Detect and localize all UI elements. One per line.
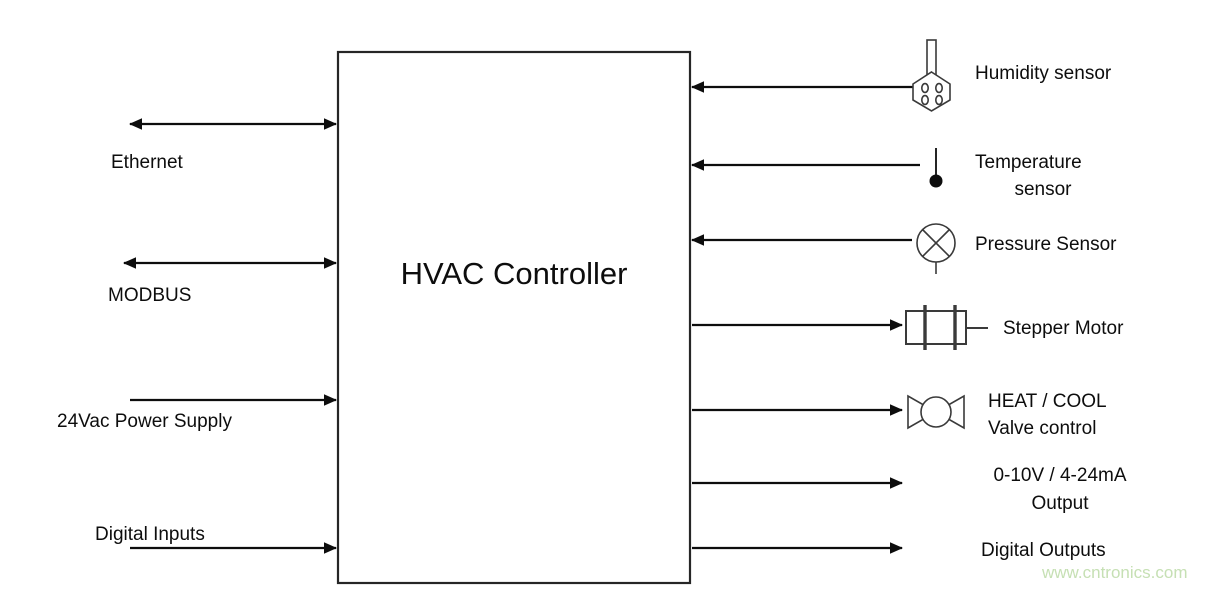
temperature-sensor-label-line2: sensor <box>1014 179 1072 200</box>
port-pressure-sensor: Pressure Sensor <box>690 223 1117 274</box>
temperature-sensor-label-line1: Temperature <box>975 152 1082 173</box>
analog-output-label-line2: Output <box>1031 493 1089 514</box>
analog-output-label-line1: 0-10V / 4-24mA <box>993 465 1126 486</box>
stepper-motor-label: Stepper Motor <box>1003 318 1124 339</box>
pressure-sensor-label: Pressure Sensor <box>975 234 1117 255</box>
valve-control-label-line2: Valve control <box>988 418 1096 439</box>
port-ethernet: Ethernet <box>111 118 338 173</box>
watermark: www.cntronics.com <box>1041 563 1187 582</box>
modbus-label: MODBUS <box>108 285 191 306</box>
humidity-sensor-label: Humidity sensor <box>975 63 1112 84</box>
port-power-supply: 24Vac Power Supply <box>57 394 338 432</box>
block-title: HVAC Controller <box>401 256 628 291</box>
port-digital-outputs: Digital Outputs <box>692 540 1106 561</box>
digital-inputs-label: Digital Inputs <box>95 524 205 545</box>
temperature-sensor-icon <box>929 148 943 188</box>
ethernet-label: Ethernet <box>111 152 184 173</box>
power-supply-label: 24Vac Power Supply <box>57 411 232 432</box>
port-humidity-sensor: Humidity sensor <box>690 39 1112 112</box>
digital-outputs-label: Digital Outputs <box>981 540 1106 561</box>
hvac-controller-block <box>336 50 692 585</box>
valve-icon <box>907 394 965 430</box>
humidity-sensor-icon <box>912 39 951 112</box>
port-modbus: MODBUS <box>108 257 338 306</box>
stepper-motor-icon <box>905 305 988 350</box>
pressure-sensor-icon <box>916 223 956 274</box>
valve-control-label-line1: HEAT / COOL <box>988 391 1107 412</box>
port-stepper-motor: Stepper Motor <box>692 305 1124 350</box>
port-valve-control: HEAT / COOL Valve control <box>692 391 1107 439</box>
port-temperature-sensor: Temperature sensor <box>690 148 1082 200</box>
port-digital-inputs: Digital Inputs <box>95 524 338 554</box>
port-analog-output: 0-10V / 4-24mA Output <box>692 465 1127 514</box>
